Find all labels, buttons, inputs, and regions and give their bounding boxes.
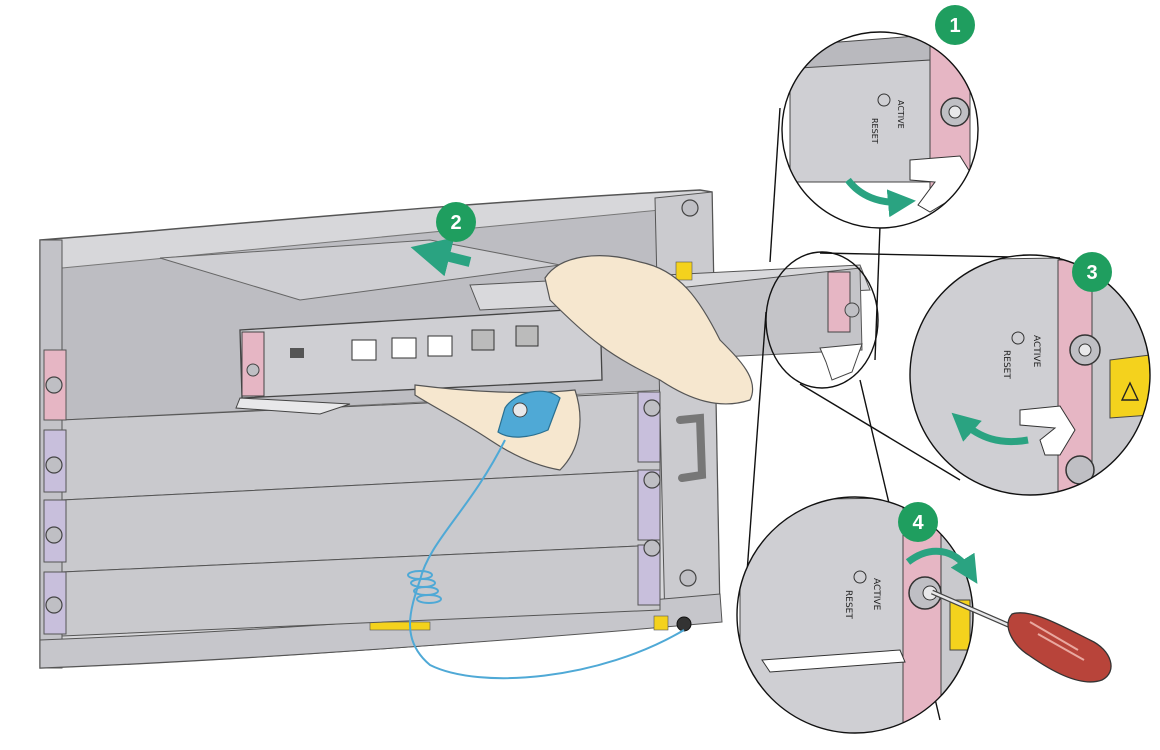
- chassis-handle: [676, 413, 707, 482]
- step-badge-3: 3: [1072, 252, 1112, 292]
- zoom-detail-4: RESET ACTIVE: [736, 496, 978, 734]
- port-usb: [290, 348, 304, 358]
- screwdriver-handle: [1007, 612, 1112, 683]
- ejector-lever: [909, 155, 976, 213]
- step-number-3: 3: [1086, 262, 1097, 284]
- port-rj45-2: [391, 337, 417, 359]
- screw-icon: [45, 199, 699, 614]
- step-badge-1: 1: [935, 5, 975, 45]
- panel-label-active: ACTIVE: [1031, 335, 1041, 368]
- rotate-arrow-icon: [951, 412, 1029, 446]
- step-number-2: 2: [450, 212, 461, 234]
- warning-icon: [1109, 354, 1150, 419]
- step-number-4: 4: [912, 512, 924, 534]
- panel-label-active: ACTIVE: [896, 100, 905, 129]
- ground-socket: [676, 616, 692, 632]
- port-sfp-2: [515, 325, 539, 347]
- step-number-1: 1: [949, 15, 960, 37]
- chassis-right-frame: [654, 191, 721, 626]
- warning-icon: [949, 599, 971, 651]
- zoom-detail-3: RESET ACTIVE: [909, 254, 1151, 496]
- wrist-strap-cord: [409, 439, 685, 680]
- wrist-strap-band: [497, 390, 561, 438]
- port-rj45-3: [427, 335, 453, 357]
- wrist-strap-coil: [407, 570, 442, 604]
- port-rj45-1: [351, 339, 377, 361]
- screw-icon: [844, 302, 860, 318]
- bottom-warning-strip: [369, 621, 431, 631]
- slide-arrow-icon: [410, 237, 472, 277]
- rotate-arrow-icon: [845, 177, 916, 218]
- step-badge-2: 2: [436, 202, 476, 242]
- panel-label-reset: RESET: [843, 590, 853, 619]
- card-ejector-lever-right: [819, 343, 863, 381]
- wrist-strap-clip: [512, 402, 528, 418]
- ground-label-icon: [653, 615, 669, 631]
- right-hand: [544, 255, 754, 405]
- zoom-detail-1: RESET ACTIVE: [781, 31, 979, 229]
- ejector-lever: [1019, 405, 1076, 456]
- panel-label-active: ACTIVE: [871, 578, 881, 611]
- card-ejector-lever: [235, 397, 351, 415]
- rotate-arrow-icon: [905, 547, 978, 584]
- card-warning-label: [675, 261, 693, 281]
- screwdriver: [931, 589, 1112, 683]
- callout-lines: [744, 107, 1061, 721]
- panel-label-reset: RESET: [870, 118, 879, 144]
- card-faceplate: [239, 307, 603, 399]
- screw-icon: [246, 363, 260, 377]
- card-right-pink-end: [827, 271, 851, 333]
- step-badge-4: 4: [898, 502, 938, 542]
- hands: [407, 255, 754, 680]
- panel-label-reset: RESET: [1001, 350, 1011, 379]
- chassis: [39, 189, 723, 669]
- port-sfp-1: [471, 329, 495, 351]
- ejector-lever: [761, 649, 906, 673]
